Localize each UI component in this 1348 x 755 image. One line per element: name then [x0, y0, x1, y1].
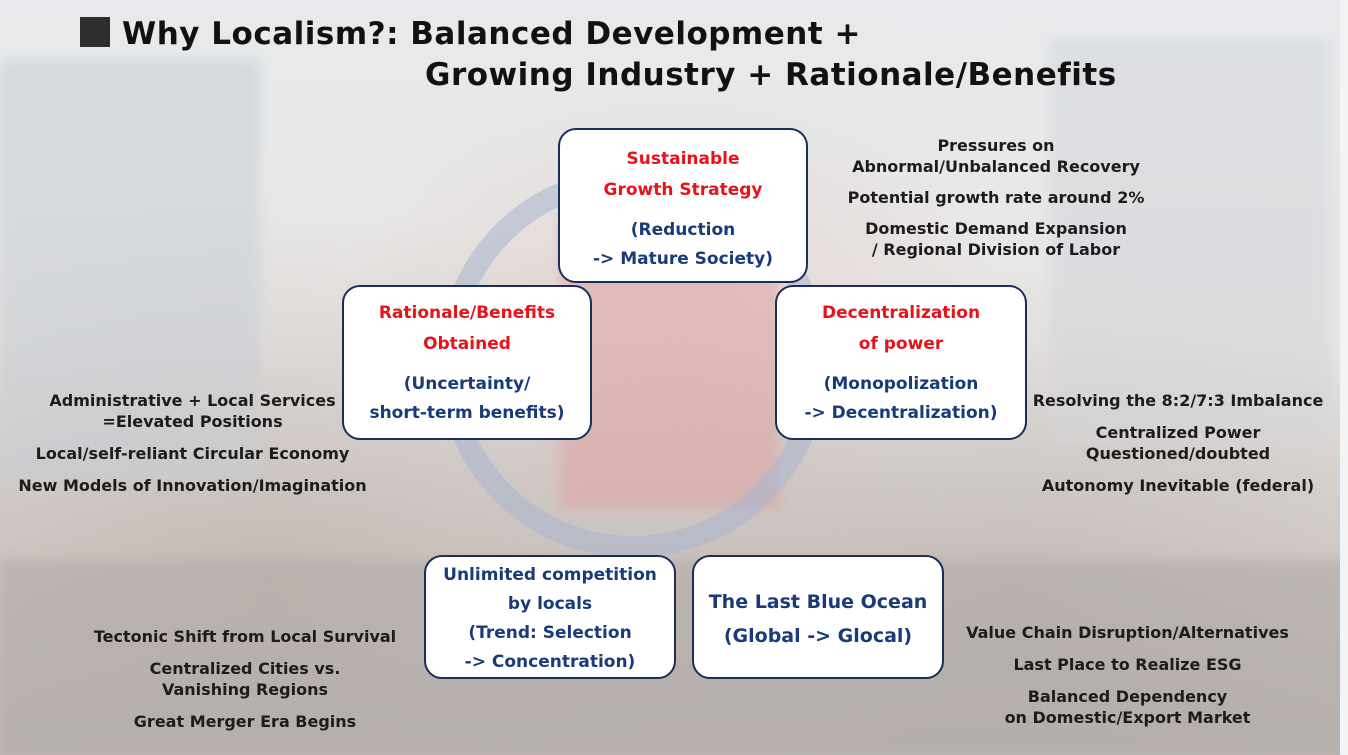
box-sustainable-sub-2: -> Mature Society): [592, 249, 773, 269]
note-left-1: Administrative + Local Services: [49, 391, 336, 410]
box-blue-ocean-line-1: The Last Blue Ocean: [708, 591, 928, 613]
box-decentralization: Decentralization of power (Monopolizatio…: [775, 285, 1027, 440]
note-bottom-left-1: Tectonic Shift from Local Survival: [93, 627, 397, 646]
box-competition-line-2: by locals: [507, 594, 593, 614]
page-title: Why Localism?: Balanced Development + Gr…: [80, 14, 1117, 96]
note-top-right-5: / Regional Division of Labor: [871, 240, 1121, 259]
note-top-right-2: Abnormal/Unbalanced Recovery: [852, 157, 1140, 176]
note-left-4: New Models of Innovation/Imagination: [18, 476, 367, 495]
box-sustainable-title-1: Sustainable: [626, 149, 740, 169]
note-right-1: Resolving the 8:2/7:3 Imbalance: [1032, 391, 1324, 410]
box-decentralization-sub-1: (Monopolization: [823, 374, 979, 394]
notes-right: Resolving the 8:2/7:3 Imbalance Centrali…: [1022, 390, 1334, 496]
box-rationale-sub-1: (Uncertainty/: [403, 374, 531, 394]
note-bottom-right-2: Last Place to Realize ESG: [1013, 655, 1242, 674]
note-top-right-4: Domestic Demand Expansion: [865, 219, 1127, 238]
notes-left: Administrative + Local Services =Elevate…: [0, 390, 385, 496]
title-square-icon: [80, 17, 110, 47]
notes-bottom-right: Value Chain Disruption/Alternatives Last…: [955, 622, 1300, 728]
box-blue-ocean-line-2: (Global -> Glocal): [723, 625, 913, 647]
note-bottom-left-3: Vanishing Regions: [161, 680, 328, 699]
box-sustainable-growth: Sustainable Growth Strategy (Reduction -…: [558, 128, 808, 283]
box-sustainable-sub-1: (Reduction: [630, 220, 736, 240]
note-bottom-left-4: Great Merger Era Begins: [133, 712, 357, 731]
background-building-right: [1050, 40, 1330, 440]
notes-top-right: Pressures on Abnormal/Unbalanced Recover…: [836, 135, 1156, 260]
box-sustainable-title-2: Growth Strategy: [603, 180, 763, 200]
note-bottom-right-4: on Domestic/Export Market: [1004, 708, 1251, 727]
box-competition-line-1: Unlimited competition: [443, 565, 657, 585]
note-left-2: =Elevated Positions: [102, 412, 283, 431]
note-top-right-1: Pressures on: [937, 136, 1055, 155]
title-line-1: Why Localism?: Balanced Development +: [122, 16, 861, 52]
note-top-right-3: Potential growth rate around 2%: [847, 188, 1145, 207]
background-building-left: [0, 60, 260, 480]
box-competition-line-4: -> Concentration): [464, 652, 636, 672]
box-decentralization-title-2: of power: [858, 334, 944, 354]
box-last-blue-ocean: The Last Blue Ocean (Global -> Glocal): [692, 555, 944, 679]
notes-bottom-left: Tectonic Shift from Local Survival Centr…: [85, 626, 405, 732]
box-rationale-benefits: Rationale/Benefits Obtained (Uncertainty…: [342, 285, 592, 440]
note-right-4: Autonomy Inevitable (federal): [1041, 476, 1315, 495]
title-line-2: Growing Industry + Rationale/Benefits: [425, 57, 1117, 93]
note-bottom-right-3: Balanced Dependency: [1027, 687, 1228, 706]
box-competition-line-3: (Trend: Selection: [468, 623, 632, 643]
note-bottom-left-2: Centralized Cities vs.: [149, 659, 341, 678]
box-decentralization-sub-2: -> Decentralization): [804, 403, 998, 423]
box-rationale-title-1: Rationale/Benefits: [378, 303, 556, 323]
box-rationale-title-2: Obtained: [423, 334, 511, 354]
note-bottom-right-1: Value Chain Disruption/Alternatives: [966, 623, 1289, 642]
box-unlimited-competition: Unlimited competition by locals (Trend: …: [424, 555, 676, 679]
note-right-2: Centralized Power: [1095, 423, 1261, 442]
note-right-3: Questioned/doubted: [1085, 444, 1271, 463]
note-left-3: Local/self-reliant Circular Economy: [35, 444, 350, 463]
right-edge-strip: [1340, 0, 1348, 755]
box-rationale-sub-2: short-term benefits): [369, 403, 565, 423]
box-decentralization-title-1: Decentralization: [821, 303, 981, 323]
